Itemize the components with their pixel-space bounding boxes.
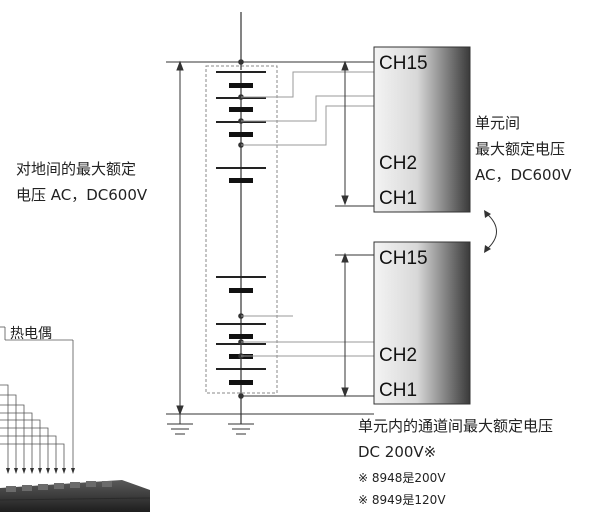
ground-voltage-label-line1: 对地间的最大额定 [16, 160, 137, 178]
channel-voltage-label-line1: 单元内的通道间最大额定电压 [358, 417, 554, 435]
unit-voltage-label-line2: 最大额定电压 [475, 140, 566, 158]
channel-voltage-label-line2: DC 200V※ [358, 443, 437, 461]
footnote-8949: ※ 8949是120V [358, 493, 446, 507]
upper-ch15-label: CH15 [379, 53, 428, 74]
lower-channel-dimension [341, 252, 349, 398]
unit-voltage-label-line1: 单元间 [475, 114, 521, 132]
ground-voltage-label-line2: 电压 AC，DC600V [16, 186, 148, 204]
ground-voltage-dimension [176, 60, 184, 416]
lower-ch1-label: CH1 [379, 380, 418, 401]
upper-ch1-label: CH1 [379, 188, 418, 209]
thermocouple-callout [0, 326, 74, 470]
unit-voltage-label-line3: AC，DC600V [475, 166, 572, 184]
inter-unit-arrow [484, 210, 497, 253]
upper-ch2-label: CH2 [379, 153, 418, 174]
thermocouple-arrowheads [6, 468, 75, 474]
ground-symbol-left [167, 414, 193, 435]
footnote-8948: ※ 8948是200V [358, 471, 446, 485]
lower-module-wires [241, 315, 374, 357]
lower-ch15-label: CH15 [379, 248, 428, 269]
upper-module-body [373, 46, 471, 213]
thermocouple-label: 热电偶 [10, 326, 52, 342]
ground-symbol-center [228, 423, 254, 435]
upper-channel-dimension [341, 60, 349, 206]
upper-module-wires [241, 71, 374, 146]
lower-ch2-label: CH2 [379, 345, 418, 366]
logger-device-image [0, 480, 151, 512]
lower-module-body [373, 241, 471, 405]
